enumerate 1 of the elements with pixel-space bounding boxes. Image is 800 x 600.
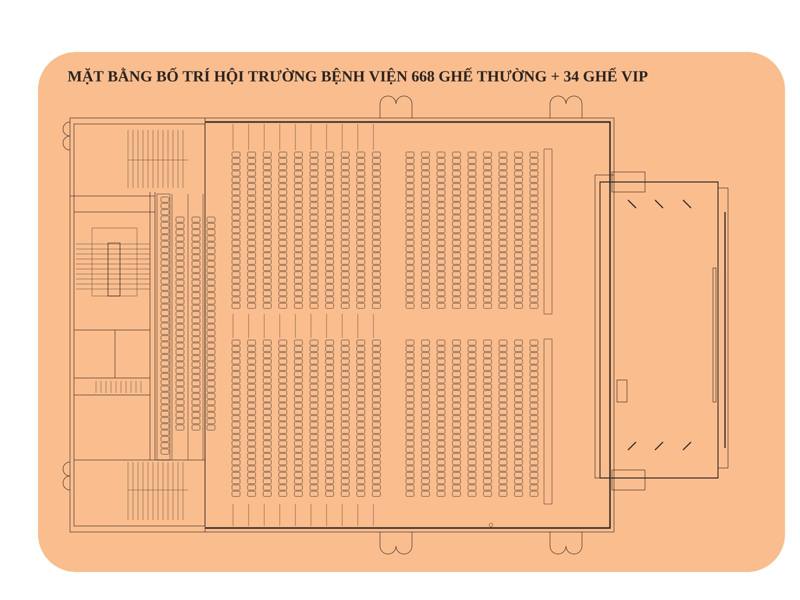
title: MẶT BẰNG BỐ TRÍ HỘI TRƯỜNG BỆNH VIỆN 668 GHẾ THƯỜNG + 34 GHẾ VIP (68, 68, 648, 84)
